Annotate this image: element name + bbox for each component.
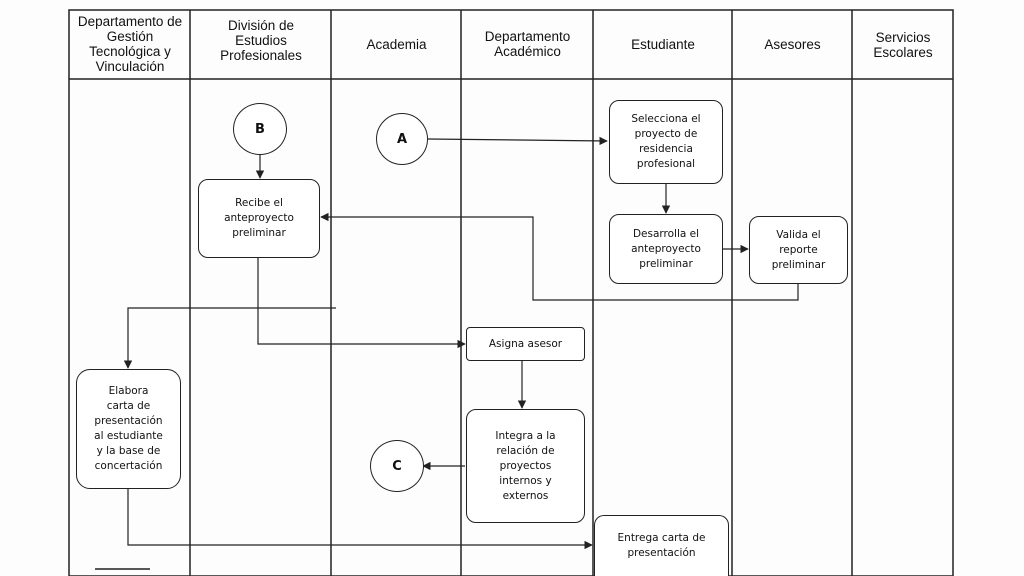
arrow-a-to-selecciona (427, 136, 608, 146)
activity-valida-reporte: Valida el reporte preliminar (749, 216, 848, 284)
lane-header-division-estudios: División de Estudios Profesionales (220, 18, 302, 63)
table-frame (68, 9, 954, 576)
activity-integra-relacion: Integra a la relación de proyectos inter… (466, 409, 585, 523)
activity-desarrolla-anteproyecto: Desarrolla el anteproyecto preliminar (609, 214, 723, 284)
lane-header-academia: Academia (366, 36, 427, 52)
activity-recibe-anteproyecto: Recibe el anteproyecto preliminar (198, 179, 320, 258)
lane-header-gestion-tecnologica: Departamento de Gestión Tecnológica y Vi… (77, 14, 183, 74)
activity-selecciona-proyecto: Selecciona el proyecto de residencia pro… (609, 100, 723, 184)
lane-header-estudiante: Estudiante (631, 36, 695, 52)
lane-header-departamento-academico: Departamento Académico (484, 29, 571, 59)
connector-c: C (370, 440, 424, 492)
lane-header-servicios-escolares: Servicios Escolares (873, 30, 933, 60)
activity-elabora-carta: Elabora carta de presentación al estudia… (76, 369, 181, 489)
lane-header-asesores: Asesores (764, 36, 821, 52)
activity-asigna-asesor: Asigna asesor (466, 327, 585, 361)
arrow-elabora-to-entrega (127, 489, 593, 550)
connector-a: A (376, 113, 428, 165)
connector-b: B (233, 103, 287, 155)
arrow-valida-to-recibe (320, 212, 799, 301)
activity-entrega-carta: Entrega carta de presentación (594, 515, 729, 576)
arrow-recibe-to-asigna (257, 258, 466, 349)
arrow-to-elabora (123, 307, 336, 369)
